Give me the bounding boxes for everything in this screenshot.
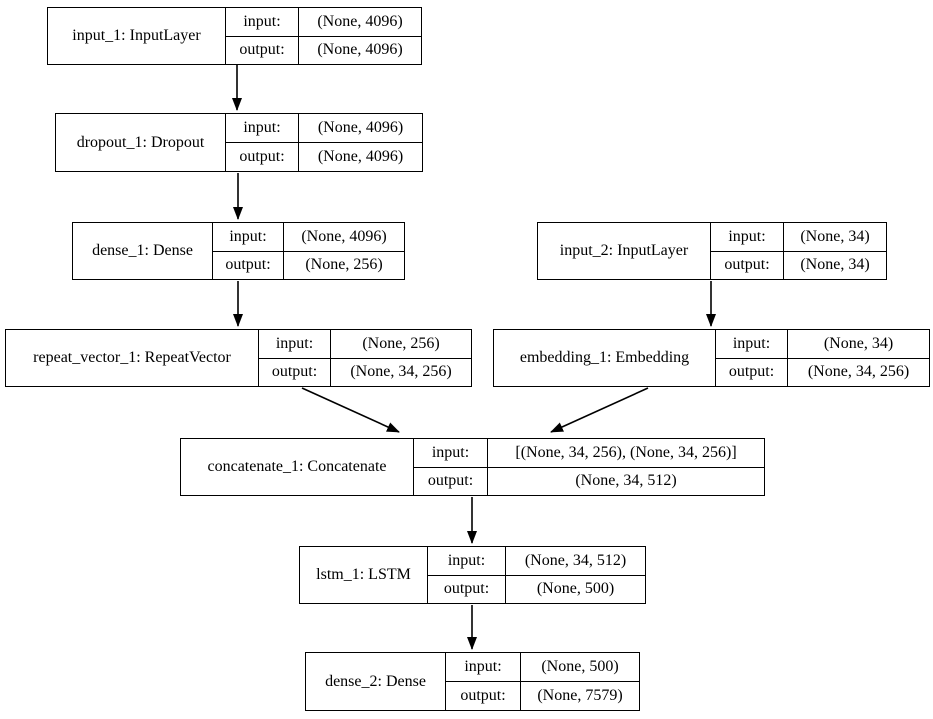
input-shape: [(None, 34, 256), (None, 34, 256)] <box>515 443 737 461</box>
layer-node-input_2: input_2: InputLayer input: (None, 34) ou… <box>537 222 887 280</box>
io-table: input: (None, 34) output: (None, 34) <box>711 223 886 279</box>
layer-node-lstm_1: lstm_1: LSTM input: (None, 34, 512) outp… <box>299 546 646 604</box>
layer-title: repeat_vector_1: RepeatVector <box>6 330 259 386</box>
input-shape: (None, 4096) <box>317 119 404 136</box>
input-shape: (None, 256) <box>362 334 440 352</box>
output-label: output: <box>213 251 284 279</box>
layer-node-repeat_vector_1: repeat_vector_1: RepeatVector input: (No… <box>5 329 472 387</box>
input-row: input: (None, 4096) <box>226 8 421 37</box>
output-row: output: (None, 34, 256) <box>259 358 471 386</box>
output-label: output: <box>716 358 788 386</box>
input-label: input: <box>414 439 488 467</box>
input-row: input: (None, 256) <box>259 330 471 359</box>
layer-title: embedding_1: Embedding <box>494 330 716 386</box>
input-shape: (None, 4096) <box>301 227 387 245</box>
output-label: output: <box>711 251 784 279</box>
layer-node-dense_2: dense_2: Dense input: (None, 500) output… <box>305 652 640 711</box>
output-shape: (None, 4096) <box>317 41 403 59</box>
output-label: output: <box>446 682 521 710</box>
layer-title: input_2: InputLayer <box>538 223 711 279</box>
output-shape: (None, 256) <box>305 256 383 274</box>
output-shape: (None, 34, 256) <box>807 363 910 381</box>
input-label: input: <box>226 114 299 142</box>
input-row: input: (None, 4096) <box>213 223 404 252</box>
layer-title: input_1: InputLayer <box>48 8 226 64</box>
output-shape: (None, 500) <box>536 580 615 598</box>
output-row: output: (None, 4096) <box>226 143 422 171</box>
io-table: input: (None, 34) output: (None, 34, 256… <box>716 330 929 386</box>
output-row: output: (None, 500) <box>428 575 645 603</box>
output-shape: (None, 34) <box>800 256 870 274</box>
output-row: output: (None, 34, 512) <box>414 467 764 495</box>
input-row: input: (None, 34, 512) <box>428 547 645 576</box>
io-table: input: (None, 4096) output: (None, 256) <box>213 223 404 279</box>
edge-embedding_1-to-concatenate_1 <box>550 387 649 433</box>
output-row: output: (None, 34, 256) <box>716 358 929 386</box>
output-row: output: (None, 34) <box>711 251 886 279</box>
output-shape: (None, 34, 512) <box>575 472 677 490</box>
layer-node-concatenate_1: concatenate_1: Concatenate input: [(None… <box>180 438 765 496</box>
input-label: input: <box>259 330 331 358</box>
input-shape: (None, 500) <box>541 658 619 675</box>
io-table: input: (None, 34, 512) output: (None, 50… <box>428 547 645 603</box>
layer-title: dropout_1: Dropout <box>56 114 226 171</box>
io-table: input: (None, 4096) output: (None, 4096) <box>226 114 422 171</box>
input-label: input: <box>213 223 284 251</box>
layer-node-input_1: input_1: InputLayer input: (None, 4096) … <box>47 7 422 65</box>
input-shape: (None, 34) <box>800 227 870 245</box>
io-table: input: [(None, 34, 256), (None, 34, 256)… <box>414 439 764 495</box>
input-row: input: (None, 4096) <box>226 114 422 143</box>
layer-node-dropout_1: dropout_1: Dropout input: (None, 4096) o… <box>55 113 423 172</box>
input-label: input: <box>428 547 506 575</box>
layer-title: dense_1: Dense <box>73 223 213 279</box>
output-label: output: <box>226 143 299 171</box>
input-label: input: <box>711 223 784 251</box>
io-table: input: (None, 4096) output: (None, 4096) <box>226 8 421 64</box>
output-shape: (None, 4096) <box>317 148 404 165</box>
input-row: input: [(None, 34, 256), (None, 34, 256)… <box>414 439 764 468</box>
input-label: input: <box>446 653 521 681</box>
input-row: input: (None, 500) <box>446 653 639 682</box>
output-label: output: <box>414 467 488 495</box>
input-shape: (None, 34) <box>823 334 894 352</box>
io-table: input: (None, 500) output: (None, 7579) <box>446 653 639 710</box>
layer-title: concatenate_1: Concatenate <box>181 439 414 495</box>
output-row: output: (None, 256) <box>213 251 404 279</box>
output-label: output: <box>259 358 331 386</box>
input-label: input: <box>226 8 299 36</box>
edge-repeat_vector_1-to-concatenate_1 <box>301 387 400 433</box>
input-row: input: (None, 34) <box>711 223 886 252</box>
layer-title: lstm_1: LSTM <box>300 547 428 603</box>
output-shape: (None, 7579) <box>537 687 623 704</box>
layer-node-dense_1: dense_1: Dense input: (None, 4096) outpu… <box>72 222 405 280</box>
output-row: output: (None, 7579) <box>446 682 639 710</box>
input-label: input: <box>716 330 788 358</box>
input-shape: (None, 4096) <box>317 12 403 30</box>
output-shape: (None, 34, 256) <box>350 363 452 381</box>
input-shape: (None, 34, 512) <box>524 551 627 569</box>
output-row: output: (None, 4096) <box>226 36 421 64</box>
output-label: output: <box>226 36 299 64</box>
io-table: input: (None, 256) output: (None, 34, 25… <box>259 330 471 386</box>
layer-node-embedding_1: embedding_1: Embedding input: (None, 34)… <box>493 329 930 387</box>
layer-title: dense_2: Dense <box>306 653 446 710</box>
input-row: input: (None, 34) <box>716 330 929 359</box>
output-label: output: <box>428 575 506 603</box>
